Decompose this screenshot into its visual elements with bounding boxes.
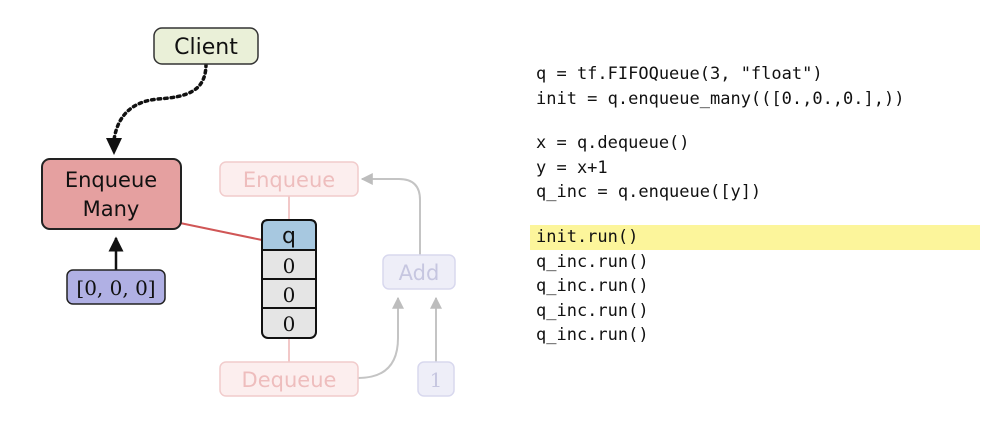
svg-text:[0, 0, 0]: [0, 0, 0] <box>76 276 155 300</box>
queue-slot: 0 <box>283 283 296 307</box>
svg-text:Many: Many <box>83 197 140 221</box>
highlighted-code-line: init.run() <box>530 224 980 250</box>
enqueue-many-to-queue-edge <box>179 222 263 241</box>
input-value-node: [0, 0, 0] <box>66 269 166 305</box>
code-line: q_inc.run() <box>536 325 649 346</box>
faded-enqueue-node: Enqueue <box>219 161 359 197</box>
code-line: y = x+1 <box>536 157 608 178</box>
code-line: q = tf.FIFOQueue(3, "float") <box>536 64 823 84</box>
svg-text:Add: Add <box>399 261 440 285</box>
client-arrowhead <box>106 138 122 155</box>
svg-text:1: 1 <box>430 368 443 392</box>
code-line: q_inc.run() <box>536 276 649 297</box>
queue-label: q <box>282 224 296 249</box>
code-line: q_inc.run() <box>536 300 649 321</box>
code-listing: q = tf.FIFOQueue(3, "float") init = q.en… <box>530 62 980 348</box>
code-line: q_inc.run() <box>536 251 649 272</box>
code-line: q_inc = q.enqueue([y]) <box>536 182 762 203</box>
queue-node: q 0 0 0 <box>261 219 317 339</box>
svg-text:Client: Client <box>174 35 238 60</box>
faded-arrow-add-enqueue <box>360 173 421 255</box>
faded-constant-node: 1 <box>417 361 455 397</box>
queue-slot: 0 <box>283 312 296 336</box>
faded-dequeue-node: Dequeue <box>219 361 359 397</box>
faded-arrow-dequeue-add <box>357 296 404 379</box>
queue-slot: 0 <box>283 254 296 278</box>
client-node: Client <box>153 27 259 65</box>
svg-text:Enqueue: Enqueue <box>65 168 157 192</box>
svg-text:Enqueue: Enqueue <box>243 168 335 192</box>
svg-text:Dequeue: Dequeue <box>242 368 337 392</box>
client-dotted-arrow <box>112 62 208 142</box>
enqueue-many-node: Enqueue Many <box>41 158 182 230</box>
code-line: x = q.dequeue() <box>536 133 690 154</box>
code-line: init = q.enqueue_many(([0.,0.,0.],)) <box>536 88 905 109</box>
faded-add-node: Add <box>382 254 456 290</box>
